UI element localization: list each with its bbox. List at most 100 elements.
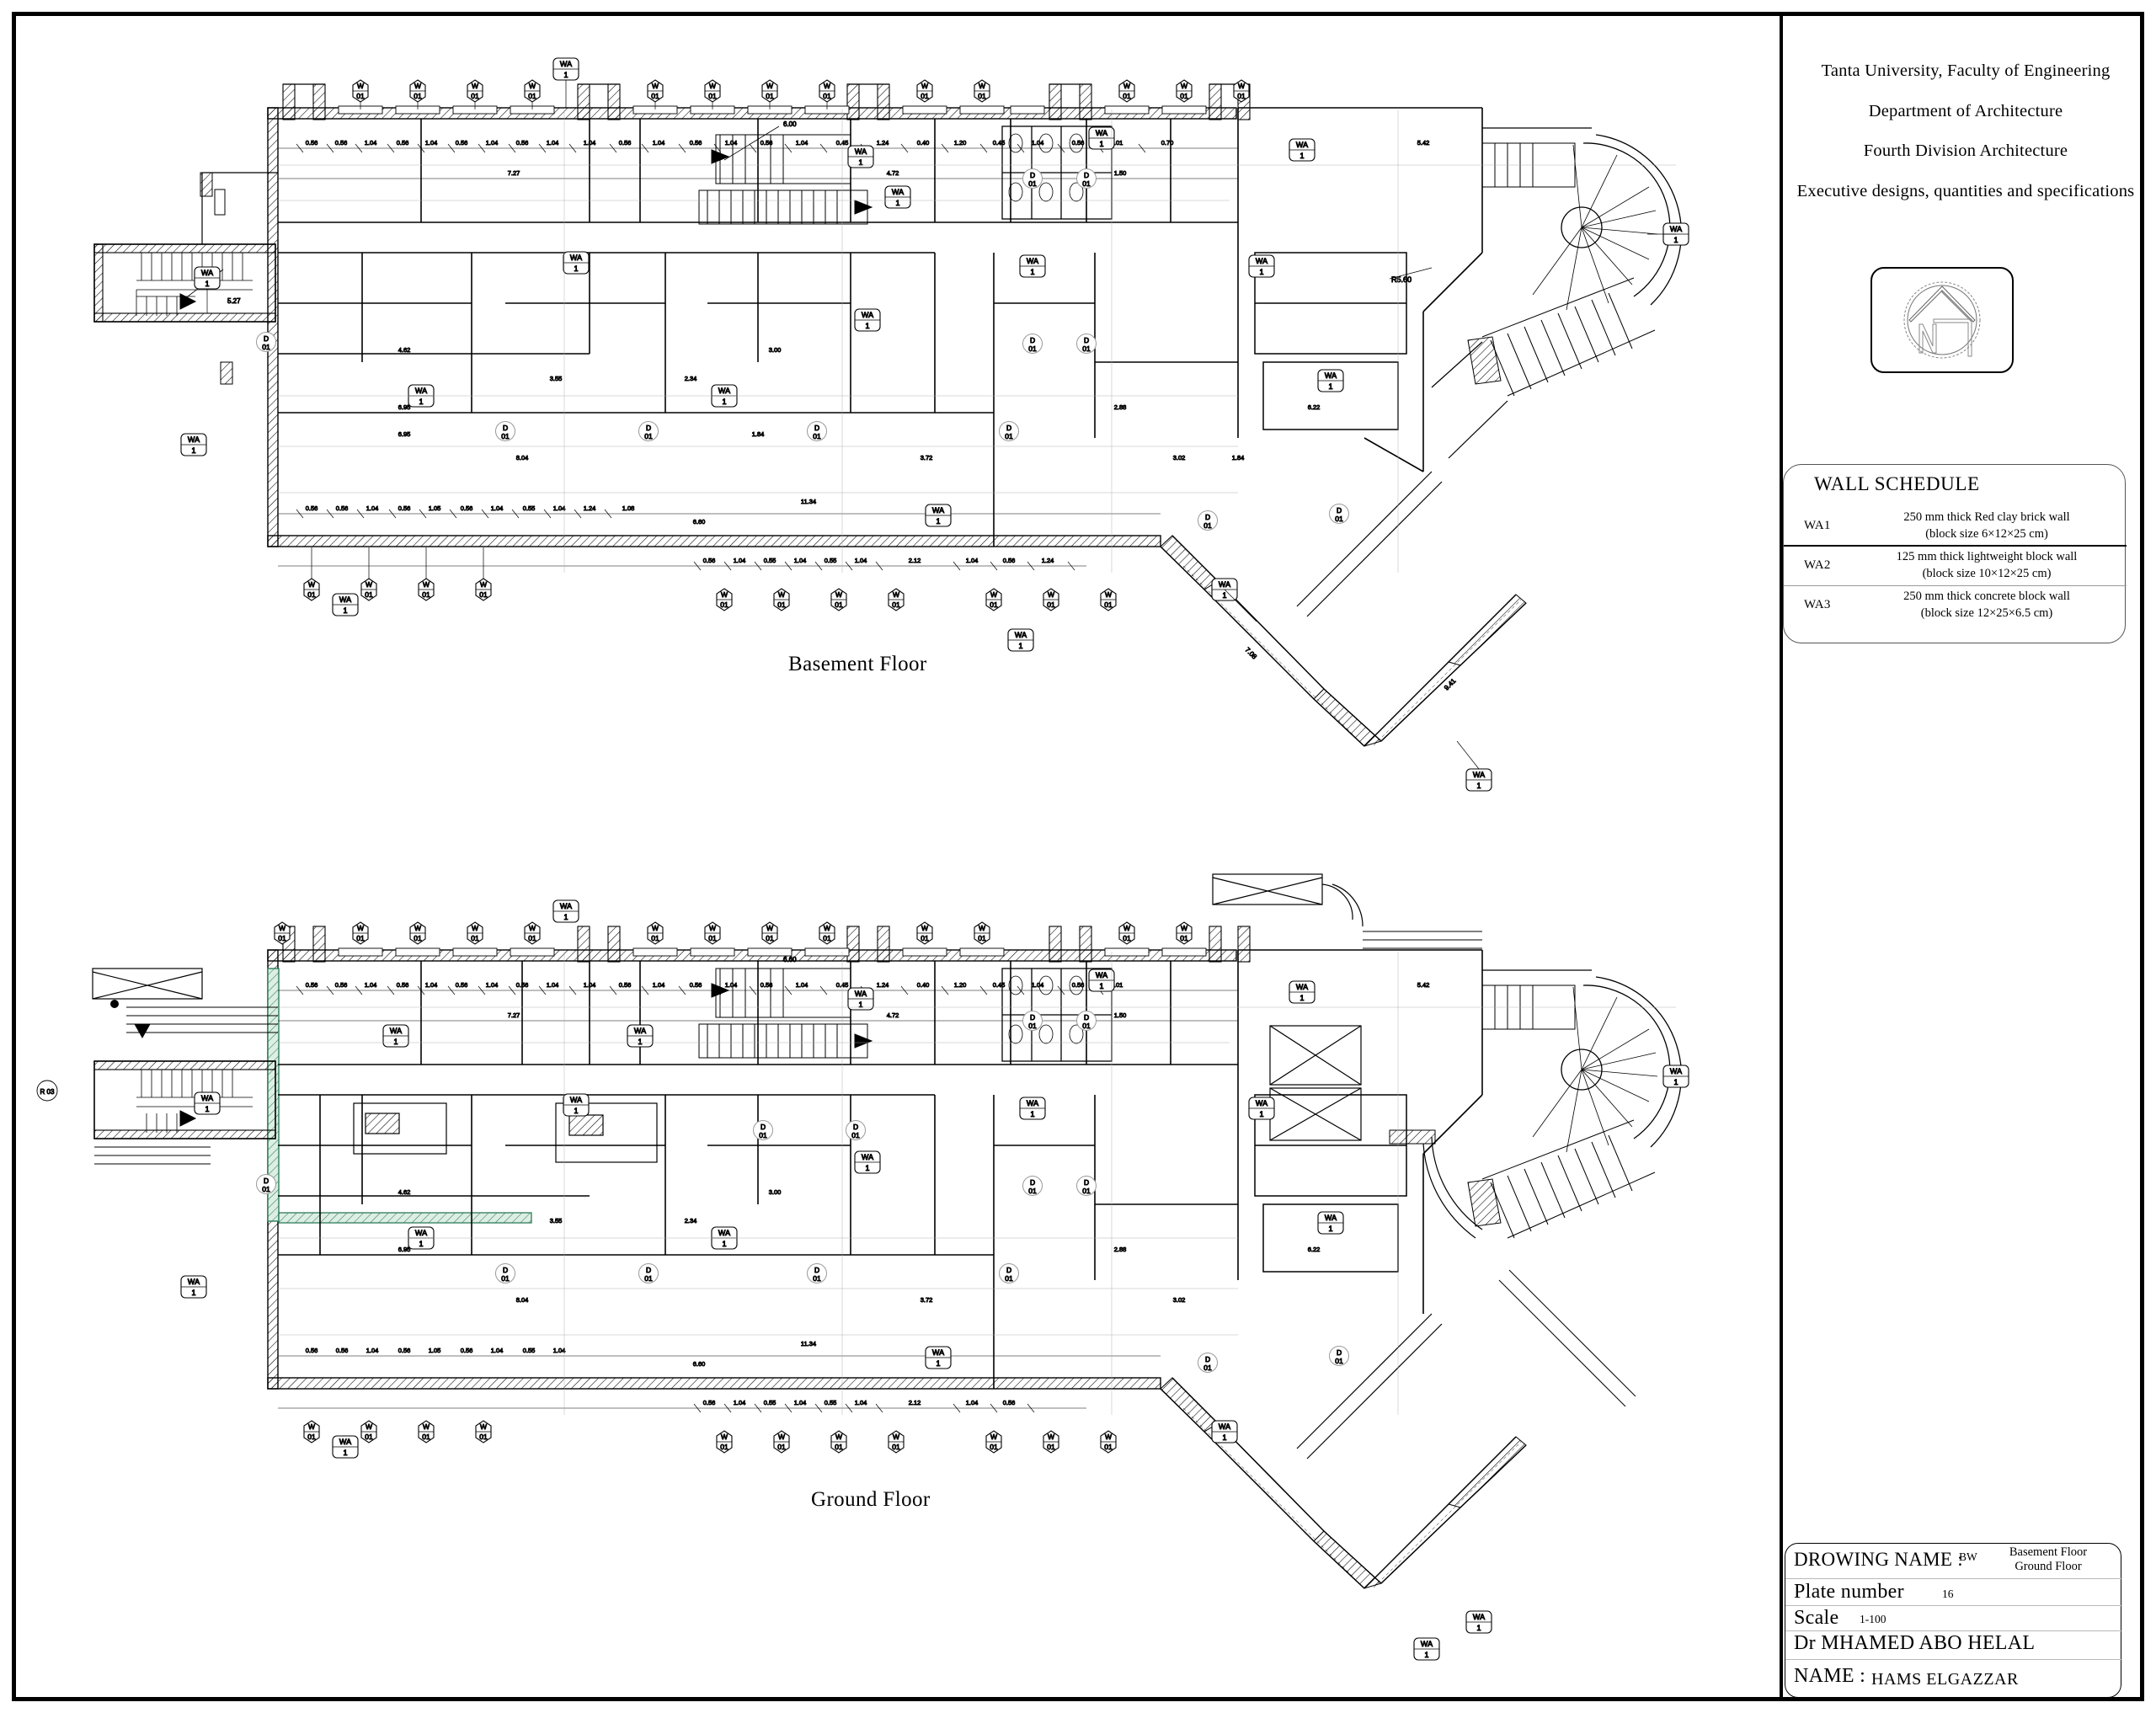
svg-text:1.04: 1.04 xyxy=(796,139,808,147)
svg-text:0.56: 0.56 xyxy=(335,981,348,989)
university-heading: Tanta University, Faculty of Engineering… xyxy=(1790,62,2142,222)
svg-text:0.56: 0.56 xyxy=(760,981,773,989)
svg-text:0.55: 0.55 xyxy=(523,1347,536,1354)
svg-text:1.04: 1.04 xyxy=(491,1347,504,1354)
drawing-name-value: Basement Floor Ground Floor xyxy=(1981,1545,2116,1575)
svg-text:1.01: 1.01 xyxy=(1111,981,1123,989)
svg-text:2.12: 2.12 xyxy=(909,557,921,564)
architecture-monogram-logo xyxy=(1903,281,1981,359)
svg-text:2.12: 2.12 xyxy=(909,1399,921,1406)
svg-text:0.55: 0.55 xyxy=(764,1399,776,1406)
svg-text:1.04: 1.04 xyxy=(794,557,807,564)
wall-schedule-table: WALL SCHEDULE WA1 250 mm thick Red clay … xyxy=(1783,464,2127,643)
svg-text:1.04: 1.04 xyxy=(855,1399,867,1406)
svg-text:0.55: 0.55 xyxy=(523,504,536,512)
svg-text:5.27: 5.27 xyxy=(227,297,241,305)
svg-text:R 03: R 03 xyxy=(40,1088,55,1096)
svg-text:1.04: 1.04 xyxy=(547,981,559,989)
svg-text:1.20: 1.20 xyxy=(954,981,967,989)
svg-text:6.60: 6.60 xyxy=(693,518,706,526)
svg-text:0.56: 0.56 xyxy=(397,139,409,147)
svg-text:1.04: 1.04 xyxy=(734,1399,746,1406)
svg-text:6.60: 6.60 xyxy=(783,956,797,963)
svg-text:1.05: 1.05 xyxy=(429,1347,441,1354)
svg-text:0.56: 0.56 xyxy=(690,139,702,147)
svg-text:5.42: 5.42 xyxy=(1417,981,1430,989)
title-panel: Tanta University, Faculty of Engineering… xyxy=(1783,19,2142,1698)
svg-text:0.56: 0.56 xyxy=(306,981,318,989)
wall-schedule-row: WA1 250 mm thick Red clay brick wall (bl… xyxy=(1784,507,2127,547)
svg-text:1.24: 1.24 xyxy=(1042,557,1054,564)
svg-text:4.62: 4.62 xyxy=(398,1188,411,1196)
svg-text:1.04: 1.04 xyxy=(653,981,665,989)
drawing-name-label: DROWING NAME : xyxy=(1794,1549,1963,1570)
svg-text:1.04: 1.04 xyxy=(491,504,504,512)
svg-text:1.04: 1.04 xyxy=(486,139,499,147)
svg-text:4.72: 4.72 xyxy=(887,169,899,177)
title-block-row-plate-number: Plate number 16 xyxy=(1785,1579,2122,1606)
svg-text:5.42: 5.42 xyxy=(1417,139,1430,147)
svg-text:1.04: 1.04 xyxy=(966,1399,979,1406)
svg-text:1.04: 1.04 xyxy=(425,139,438,147)
svg-text:0.56: 0.56 xyxy=(398,504,411,512)
svg-text:3.00: 3.00 xyxy=(769,1188,782,1196)
svg-text:1.05: 1.05 xyxy=(429,504,441,512)
name-label: NAME : xyxy=(1794,1665,1866,1687)
svg-text:0.56: 0.56 xyxy=(335,139,348,147)
svg-text:0.56: 0.56 xyxy=(461,504,473,512)
wall-desc-wa2-line2: (block size 10×12×25 cm) xyxy=(1922,567,2052,580)
svg-text:0.56: 0.56 xyxy=(456,981,468,989)
svg-text:6.95: 6.95 xyxy=(398,1246,411,1253)
svg-text:0.56: 0.56 xyxy=(703,1399,716,1406)
svg-text:0.56: 0.56 xyxy=(516,981,529,989)
svg-text:1.04: 1.04 xyxy=(365,981,377,989)
svg-text:0.56: 0.56 xyxy=(398,1347,411,1354)
svg-text:0.56: 0.56 xyxy=(619,139,632,147)
svg-text:0.56: 0.56 xyxy=(456,139,468,147)
svg-text:1.04: 1.04 xyxy=(553,1347,566,1354)
svg-text:0.40: 0.40 xyxy=(917,139,930,147)
svg-text:0.56: 0.56 xyxy=(760,139,773,147)
ground-plan-label: Ground Floor xyxy=(811,1488,931,1511)
svg-text:6.22: 6.22 xyxy=(1308,403,1321,411)
wall-code-wa1: WA1 xyxy=(1804,519,1831,532)
name-value: HAMS ELGAZZAR xyxy=(1871,1670,2019,1689)
svg-text:0.56: 0.56 xyxy=(690,981,702,989)
svg-text:0.56: 0.56 xyxy=(306,139,318,147)
svg-text:0.56: 0.56 xyxy=(397,981,409,989)
svg-text:4.62: 4.62 xyxy=(398,346,411,354)
wall-desc-wa2: 125 mm thick lightweight block wall (blo… xyxy=(1856,548,2117,582)
svg-text:1.04: 1.04 xyxy=(653,139,665,147)
svg-text:1.04: 1.04 xyxy=(486,981,499,989)
svg-text:0.56: 0.56 xyxy=(1072,139,1085,147)
svg-text:0.56: 0.56 xyxy=(703,557,716,564)
svg-text:0.56: 0.56 xyxy=(306,1347,318,1354)
wall-desc-wa3-line1: 250 mm thick concrete block wall xyxy=(1903,590,2070,603)
svg-text:0.40: 0.40 xyxy=(917,981,930,989)
wall-desc-wa2-line1: 125 mm thick lightweight block wall xyxy=(1896,550,2078,563)
svg-text:3.72: 3.72 xyxy=(921,1296,933,1304)
svg-text:1.04: 1.04 xyxy=(796,981,808,989)
svg-text:3.72: 3.72 xyxy=(921,454,933,462)
svg-text:1.84: 1.84 xyxy=(1232,454,1245,462)
svg-text:1.04: 1.04 xyxy=(553,504,566,512)
title-block-row-doctor: Dr MHAMED ABO HELAL xyxy=(1785,1631,2122,1660)
svg-text:1.24: 1.24 xyxy=(877,139,889,147)
svg-text:1.04: 1.04 xyxy=(584,139,596,147)
svg-text:1.04: 1.04 xyxy=(547,139,559,147)
svg-text:7.27: 7.27 xyxy=(508,1011,520,1019)
wall-schedule-row: WA3 250 mm thick concrete block wall (bl… xyxy=(1784,586,2127,626)
svg-text:1.04: 1.04 xyxy=(725,139,738,147)
svg-text:0.56: 0.56 xyxy=(1003,557,1016,564)
svg-text:1.04: 1.04 xyxy=(734,557,746,564)
title-block-row-drawing-name: DROWING NAME : BW Basement Floor Ground … xyxy=(1785,1544,2122,1579)
svg-text:3.55: 3.55 xyxy=(550,375,563,382)
heading-line-1: Tanta University, Faculty of Engineering xyxy=(1821,61,2111,80)
svg-text:1.04: 1.04 xyxy=(425,981,438,989)
svg-text:2.88: 2.88 xyxy=(1114,403,1127,411)
wall-schedule-title: WALL SCHEDULE xyxy=(1814,473,1980,494)
wall-code-wa2: WA2 xyxy=(1804,558,1831,572)
heading-line-3: Fourth Division Architecture xyxy=(1863,141,2068,160)
svg-text:1.08: 1.08 xyxy=(622,504,635,512)
